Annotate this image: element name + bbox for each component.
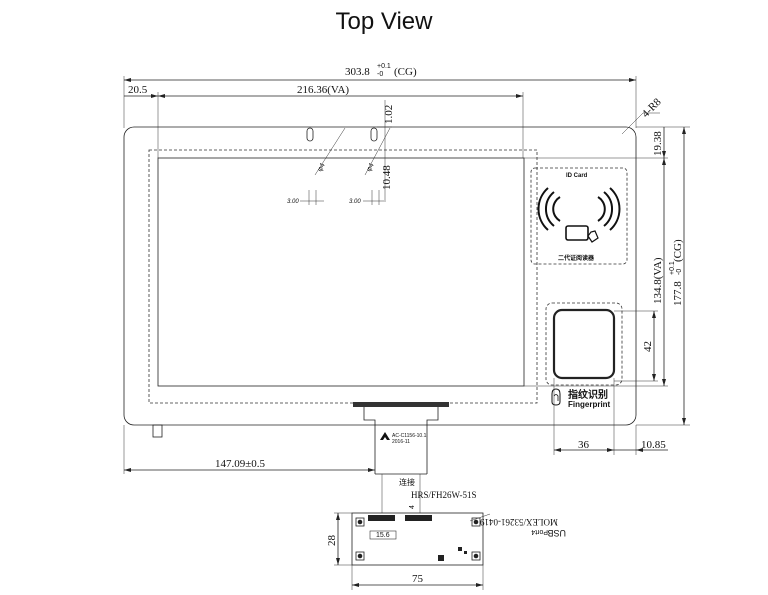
slot-dia-right: φ4 xyxy=(366,162,376,173)
fingerprint-cn-label: 指纹识别 xyxy=(568,388,608,401)
fpc-date-label: 2016-11 xyxy=(392,439,410,445)
card-tap-icon xyxy=(565,225,599,243)
lcd-panel xyxy=(157,157,525,387)
arrow-icon xyxy=(336,513,340,520)
arrow-icon xyxy=(124,78,131,82)
arrow-icon xyxy=(158,94,165,98)
va-width-value: 216.36(VA) xyxy=(297,84,349,96)
cover-glass-outline xyxy=(123,126,637,426)
corner-radius-leader xyxy=(621,112,644,135)
id-card-label: ID Card xyxy=(566,173,588,179)
overall-width-suffix: (CG) xyxy=(394,66,417,78)
slot-left xyxy=(306,127,314,142)
arrow-icon xyxy=(682,127,686,134)
slot-right xyxy=(370,127,378,142)
active-area-outline xyxy=(148,149,538,404)
overall-height-tol-upper: +0.1 xyxy=(669,261,676,275)
slot-width-left: 3.00 xyxy=(287,199,299,205)
arrow-icon xyxy=(554,448,561,452)
fpc-model-label: AC-C1156-10.1 xyxy=(392,433,427,439)
mount-hole-center xyxy=(357,553,363,559)
molex-leader xyxy=(469,513,491,522)
controller-pcb xyxy=(351,512,484,566)
arrow-icon xyxy=(124,468,131,472)
conn-width-box xyxy=(369,530,397,540)
fp-height-value: 42 xyxy=(642,341,654,352)
smd-component xyxy=(458,547,462,551)
id-reader-cn-label: 二代证阅读器 xyxy=(558,254,595,262)
slot-dia-left: φ4 xyxy=(317,162,327,173)
arrow-icon xyxy=(476,583,483,587)
usb-port-label: Port4 xyxy=(531,528,548,535)
hrs-connector xyxy=(368,515,395,521)
fpc-offset-value: 147.09±0.5 xyxy=(215,458,266,470)
top-gap-value: 1.02 xyxy=(383,105,395,124)
arrow-icon xyxy=(336,558,340,565)
overall-width-tol-lower: -0 xyxy=(377,71,383,78)
smd-component xyxy=(438,555,444,561)
fingerprint-en-label: Fingerprint xyxy=(568,400,611,409)
bottom-tab xyxy=(152,424,163,438)
va-height-value: 134.8(VA) xyxy=(652,257,664,304)
overall-width-tol-upper: +0.1 xyxy=(377,63,391,70)
left-offset-value: 20.5 xyxy=(128,84,148,96)
slot-dia-leader-left xyxy=(314,127,346,176)
top-offset-value: 19.38 xyxy=(652,131,664,156)
fingerprint-sensor-window xyxy=(552,308,616,380)
mount-hole-center xyxy=(473,553,479,559)
nfc-icon xyxy=(537,187,621,231)
usb-label: USB xyxy=(547,528,566,538)
fpc-cable-outline xyxy=(363,407,439,474)
right-offset-value: 10.85 xyxy=(641,439,666,451)
arrow-icon xyxy=(151,94,158,98)
arrow-icon xyxy=(662,151,666,158)
arrow-icon xyxy=(652,374,656,381)
pcb-height-value: 28 xyxy=(326,535,338,547)
logo-icon xyxy=(380,432,390,440)
slot-dia-leader-right xyxy=(364,127,391,176)
conn-width-value: 15.6 xyxy=(376,532,390,539)
fingerprint-icon xyxy=(551,388,561,406)
arrow-icon xyxy=(652,311,656,318)
overall-height-tol-lower: -0 xyxy=(676,269,683,275)
slot-width-right: 3.00 xyxy=(349,199,361,205)
mount-hole-center xyxy=(473,519,479,525)
arrow-icon xyxy=(629,78,636,82)
smd-component xyxy=(464,551,467,554)
arrow-icon xyxy=(516,94,523,98)
page-title: Top View xyxy=(335,8,433,35)
fp-width-value: 36 xyxy=(578,439,590,451)
molex-label: MOLEX/53261-0419 xyxy=(480,517,558,527)
arrow-icon xyxy=(662,158,666,165)
arrow-icon xyxy=(607,448,614,452)
overall-width-value: 303.8 xyxy=(345,66,370,78)
fingerprint-area-outline xyxy=(545,302,623,386)
arrow-icon xyxy=(368,468,375,472)
arrow-icon xyxy=(682,418,686,425)
arrow-icon xyxy=(636,448,643,452)
connect-cn-label: 连接 xyxy=(399,477,415,487)
fpc-side-value: 4 xyxy=(409,505,416,509)
pcb-width-value: 75 xyxy=(412,573,424,585)
slot-height-value: 10.48 xyxy=(381,165,393,190)
hrs-label: HRS/FH26W-51S xyxy=(411,490,477,500)
hrs-connector xyxy=(405,515,432,521)
overall-height-value: 177.8 xyxy=(672,281,684,306)
arrow-icon xyxy=(352,583,359,587)
fpc-bond-area xyxy=(353,402,449,407)
arrow-icon xyxy=(662,379,666,386)
id-card-area xyxy=(530,167,628,265)
mount-hole-center xyxy=(357,519,363,525)
overall-height-suffix: (CG) xyxy=(672,239,684,262)
corner-radius-label: 4-R8 xyxy=(640,96,664,120)
